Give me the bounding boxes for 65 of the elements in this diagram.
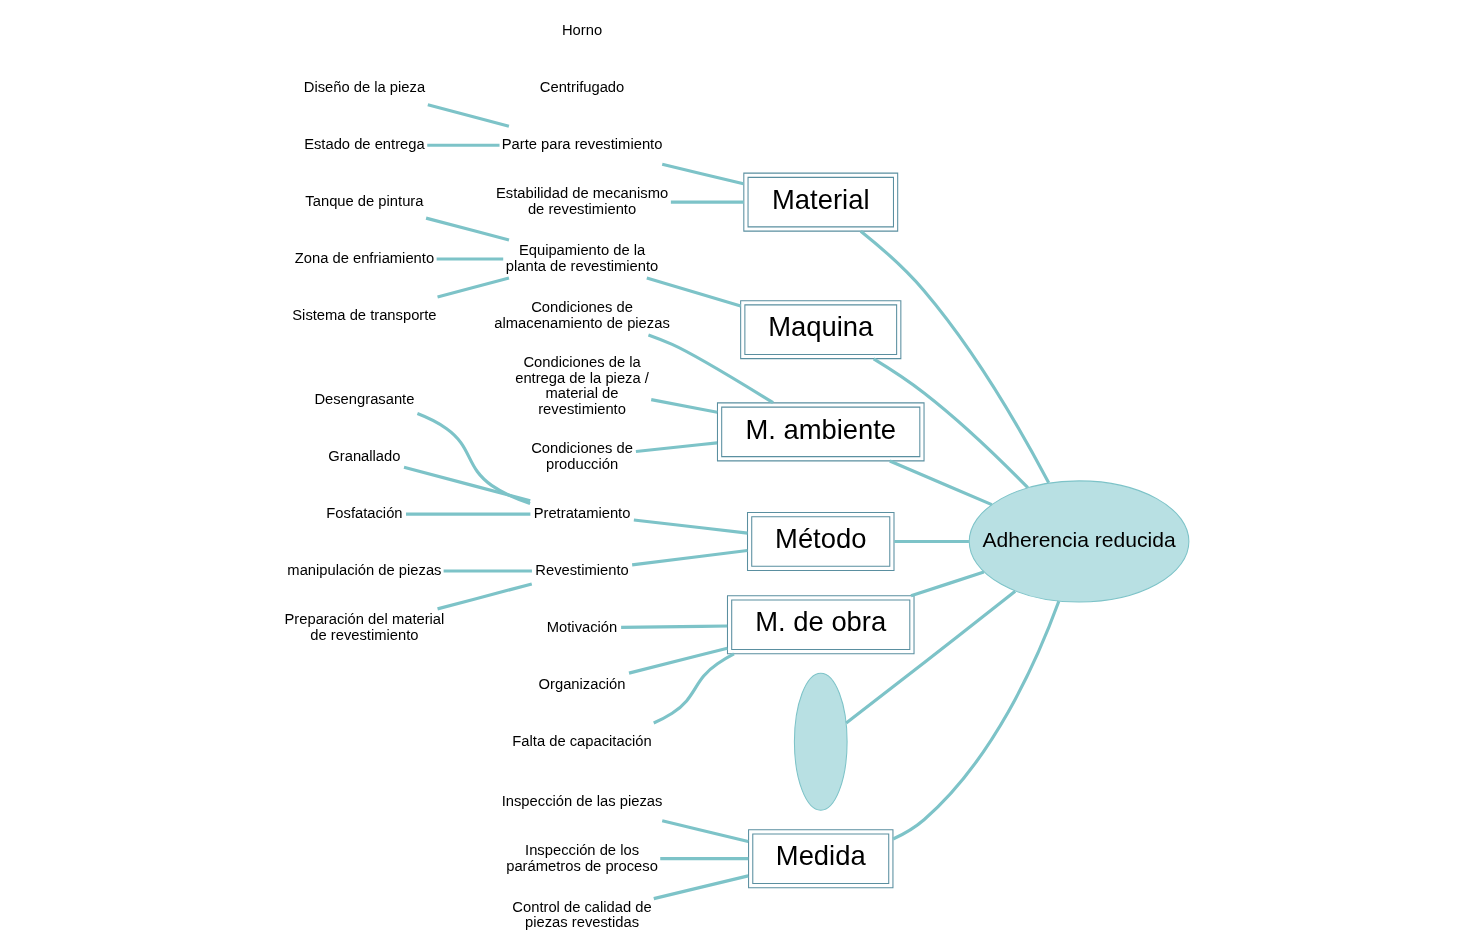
connector [859,229,1050,484]
node-text: Condiciones de producción [530,440,633,472]
node-box: Método [746,511,895,571]
connector [910,570,984,598]
connector [650,398,718,414]
node-text: Control de calidad de piezas revestidas [511,898,652,931]
node-text: Revestimiento [534,561,629,578]
node-text: Tanque de pintura [304,193,423,210]
connector [872,357,1029,489]
connector [620,624,727,629]
node-ellipse: Adherencia reducida [968,480,1189,603]
node-crescent [793,672,848,811]
node-text: Condiciones de almacenamiento de piezas [493,298,670,331]
connector [635,441,717,454]
connector [670,200,744,204]
connector [416,412,531,505]
node-text: Estado de entrega [303,136,425,153]
connector [652,874,749,901]
connector [661,819,749,844]
connector [844,589,1016,725]
node-box: Medida [747,829,893,889]
connector [426,143,500,147]
label: Centrifugado [539,79,624,96]
connector [888,459,992,507]
connector [645,276,741,308]
node-box: Material [742,172,898,232]
node-box: Maquina [739,300,901,360]
label: Horno [561,22,602,39]
node-box: M. de obra [726,595,915,655]
node-text: Falta de capacitación [511,732,652,749]
node-text: Organización [538,675,626,692]
node-text: Motivación [546,618,617,635]
connector [403,465,531,503]
node-text: Estabilidad de mecanismo de revestimiento [495,185,668,217]
node-text: Granallado [327,448,401,465]
connector [661,162,744,186]
connector [633,518,748,535]
connector [659,857,748,861]
node-text: Condiciones de la entrega de la pieza / material de revestimiento [514,353,649,418]
connector [436,257,503,261]
connector [436,582,532,611]
connector [631,548,748,567]
node-text: Inspección de las piezas [501,792,662,809]
node-box: M. ambiente [716,402,925,462]
connector [426,103,509,128]
node-text: Desengrasante [313,391,414,408]
connector [893,539,969,544]
connector [652,652,735,725]
connector [443,569,532,573]
connector [647,333,774,405]
node-text: Fosfatación [325,504,403,521]
node-text: Diseño de la pieza [303,79,425,96]
node-text: manipulación de piezas [286,561,441,578]
connector [436,276,509,299]
connector [405,512,530,516]
node-text: Preparación del material de revestimiento [283,610,444,643]
node-text: Equipamiento de la planta de revestimiento [505,242,658,274]
node-text: Inspección de los parámetros de proceso [505,841,658,874]
node-text: Pretratamiento [533,504,630,521]
node-text: Zona de enfriamiento [294,249,434,266]
node-text: Parte para revestimiento [501,136,662,153]
connector [891,600,1060,841]
connector [628,646,728,675]
connector [425,216,509,242]
node-text: Sistema de transporte [291,306,437,323]
